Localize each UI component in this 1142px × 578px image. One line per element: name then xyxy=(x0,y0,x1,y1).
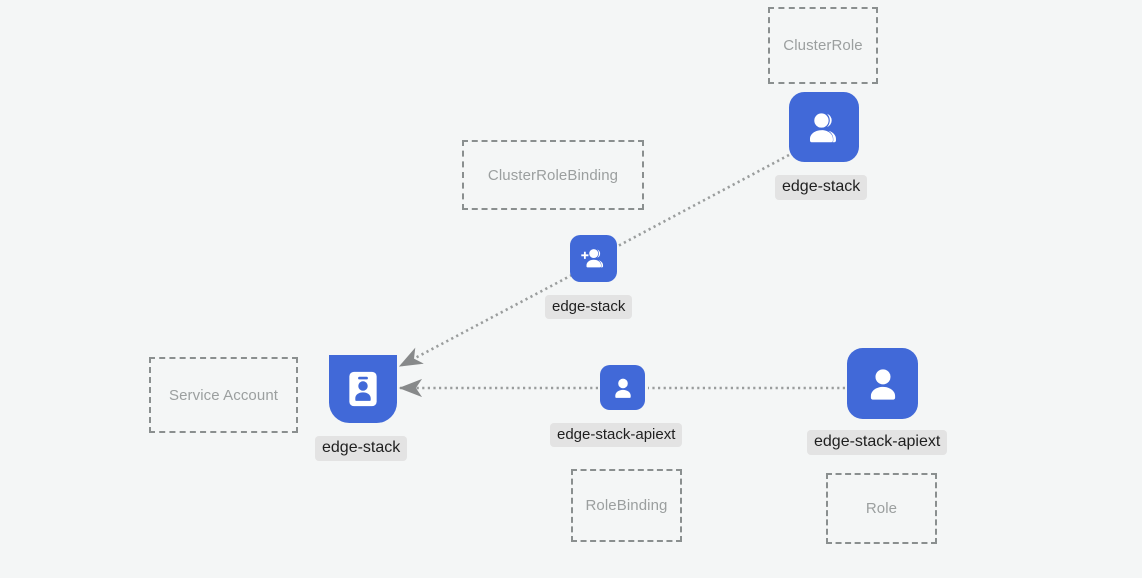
kind-box-clusterrolebinding: ClusterRoleBinding xyxy=(462,140,644,210)
kind-box-label: RoleBinding xyxy=(585,497,668,514)
node-name-chip: edge-stack xyxy=(315,436,408,462)
kind-box-label: ClusterRoleBinding xyxy=(487,166,619,184)
node-name-chip: edge-stack xyxy=(775,175,868,201)
kind-box-service-account: Service Account xyxy=(149,357,298,433)
node-name-chip: edge-stack xyxy=(545,295,633,320)
kind-box-label: Role xyxy=(865,500,898,517)
user-group-add-icon[interactable] xyxy=(570,235,617,282)
kind-box-label: ClusterRole xyxy=(783,37,863,54)
kind-box-clusterrole: ClusterRole xyxy=(768,7,878,84)
user-icon[interactable] xyxy=(847,348,918,419)
id-badge-icon[interactable] xyxy=(329,355,397,423)
kind-box-rolebinding: RoleBinding xyxy=(571,469,682,542)
kind-box-role: Role xyxy=(826,473,937,544)
edge-clusterrolebinding-to-serviceaccount xyxy=(398,273,573,368)
node-name-chip: edge-stack-apiext xyxy=(550,423,683,448)
user-icon[interactable] xyxy=(600,365,645,410)
kind-box-label: Service Account xyxy=(168,386,279,404)
user-group-icon[interactable] xyxy=(789,92,859,162)
node-name-chip: edge-stack-apiext xyxy=(807,430,948,456)
